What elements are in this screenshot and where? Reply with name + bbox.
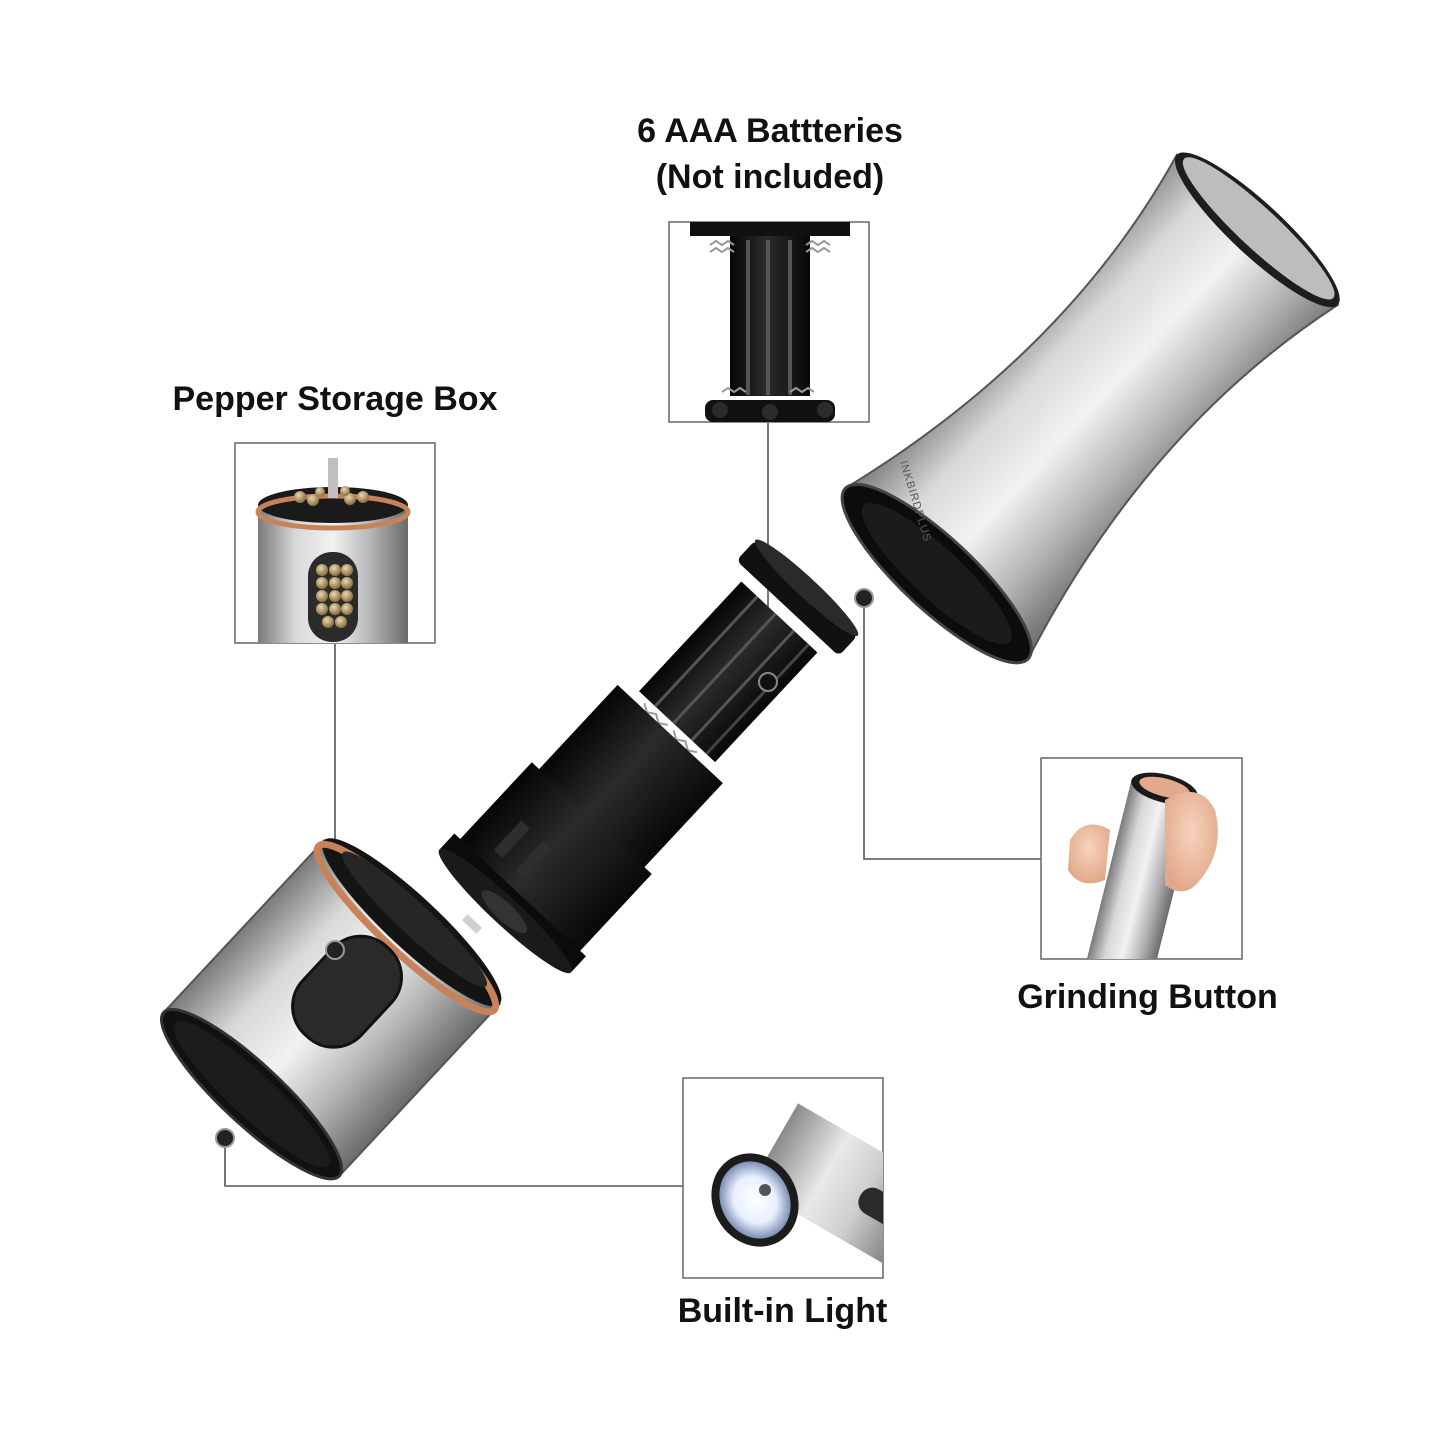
callout-grinding-button: Grinding Button bbox=[1017, 978, 1278, 1016]
upper-steel-housing bbox=[840, 152, 1340, 665]
callout-batteries-line1: 6 AAA Battteries bbox=[637, 112, 903, 150]
battery-callout-dot bbox=[758, 672, 778, 692]
inset-pepper-storage bbox=[234, 442, 436, 644]
pepper-callout-dot bbox=[325, 940, 345, 960]
inset-batteries bbox=[668, 221, 870, 423]
inset-grinding-button bbox=[1040, 757, 1243, 960]
leader-line-grinding bbox=[863, 598, 1041, 860]
lower-steel-housing bbox=[159, 838, 502, 1181]
grinder-shaft bbox=[461, 914, 483, 934]
light-callout-dot bbox=[215, 1128, 235, 1148]
battery-holder bbox=[438, 539, 859, 974]
callout-pepper-storage: Pepper Storage Box bbox=[172, 380, 498, 418]
callout-batteries-line2: (Not included) bbox=[655, 158, 885, 196]
inset-built-in-light bbox=[682, 1077, 884, 1279]
callout-built-in-light: Built-in Light bbox=[677, 1292, 888, 1330]
leader-line-light bbox=[224, 1138, 683, 1187]
callout-batteries: 6 AAA Battteries (Not included) bbox=[570, 108, 970, 200]
grinding-callout-dot bbox=[854, 588, 874, 608]
